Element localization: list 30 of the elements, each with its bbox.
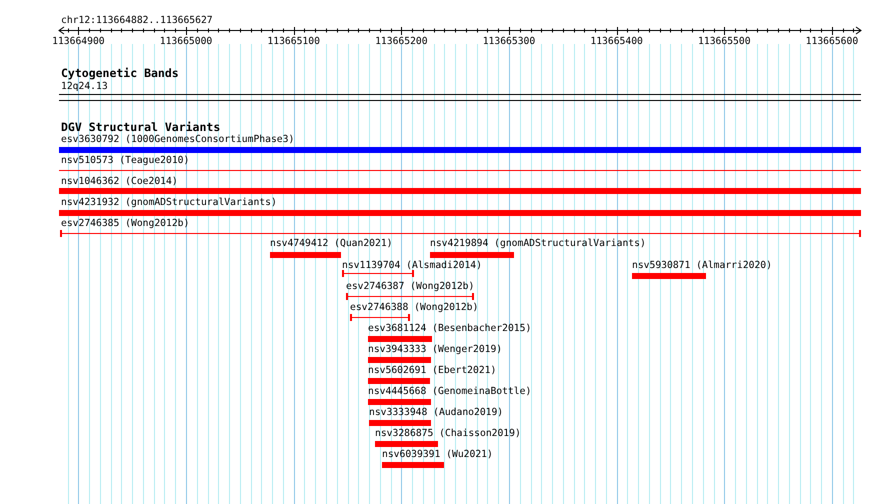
track-title: Cytogenetic Bands	[61, 67, 179, 80]
tick-label: 113665000	[158, 36, 214, 48]
variant-label: nsv1139704 (Alsmadi2014)	[342, 260, 482, 272]
variant-label: nsv510573 (Teague2010)	[61, 155, 190, 167]
tick-label: 113665100	[266, 36, 321, 48]
track-title: DGV Structural Variants	[61, 121, 220, 134]
variant-label: nsv1046362 (Coe2014)	[61, 176, 178, 188]
variant-label: nsv4749412 (Quan2021)	[270, 238, 392, 250]
variant-label: nsv3333948 (Audano2019)	[369, 407, 504, 419]
variant-label: esv2746385 (Wong2012b)	[61, 218, 190, 230]
cytoband-label: 12q24.13	[61, 81, 108, 93]
variant-label: nsv5602691 (Ebert2021)	[368, 365, 496, 377]
variant-label: esv3681124 (Besenbacher2015)	[368, 323, 532, 335]
tick-label: 113665400	[589, 36, 644, 48]
tick-label: 113665600	[804, 36, 860, 48]
variant-label: nsv3943333 (Wenger2019)	[368, 344, 502, 356]
variant-label: nsv4219894 (gnomADStructuralVariants)	[430, 238, 646, 250]
tick-label: 113665300	[482, 36, 536, 48]
region-coordinates: chr12:113664882..113665627	[61, 15, 213, 27]
variant-label: nsv4445668 (GenomeinaBottle)	[368, 386, 532, 398]
variant-label: nsv5930871 (Almarri2020)	[632, 260, 772, 272]
tick-label: 113665200	[374, 36, 429, 48]
variant-label: nsv3286875 (Chaisson2019)	[375, 428, 521, 440]
variant-label: nsv6039391 (Wu2021)	[382, 449, 493, 461]
variant-label: nsv4231932 (gnomADStructuralVariants)	[61, 197, 277, 209]
variant-label: esv3630792 (1000GenomesConsortiumPhase3)	[61, 134, 294, 146]
variant-label: esv2746388 (Wong2012b)	[350, 302, 478, 314]
tick-label: 113664900	[51, 36, 106, 48]
variant-label: esv2746387 (Wong2012b)	[346, 281, 474, 293]
tick-label: 113665500	[697, 36, 752, 48]
